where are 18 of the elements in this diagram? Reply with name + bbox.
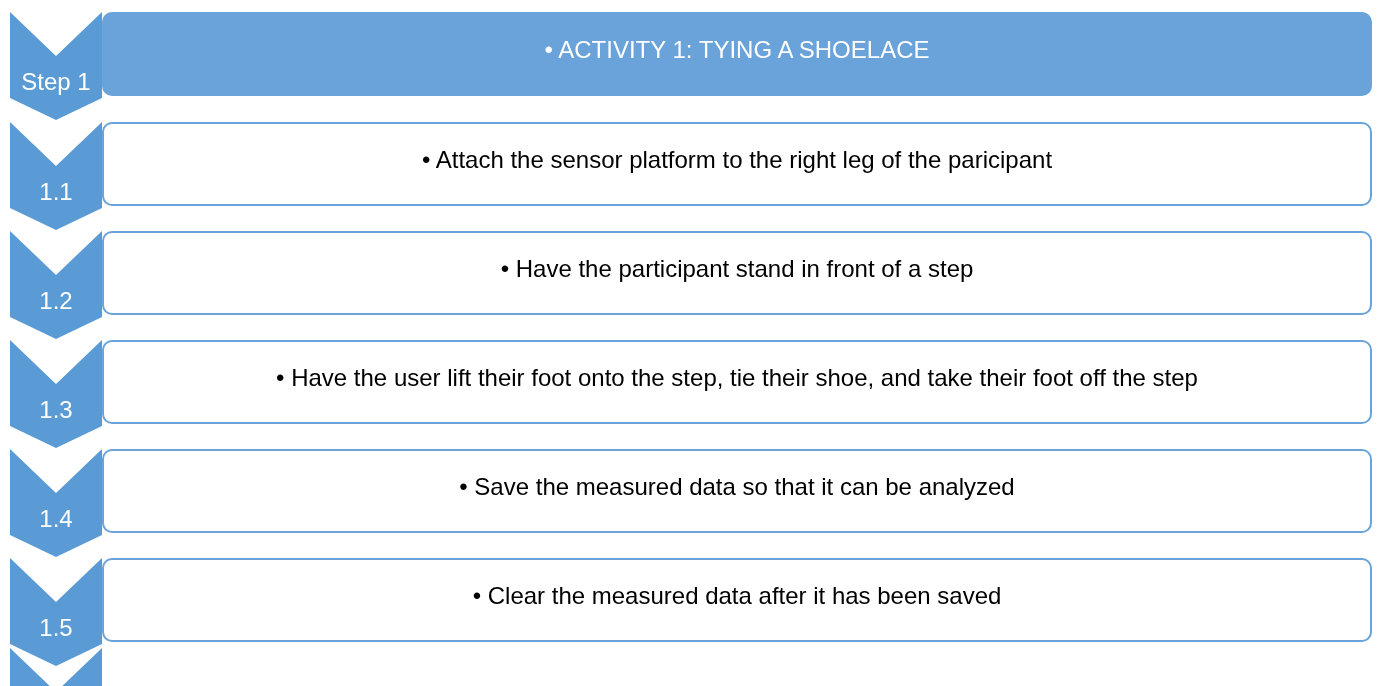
step-number: 1.1 [38, 178, 74, 206]
step-text: • Clear the measured data after it has been saved [472, 582, 1002, 610]
step-box [102, 340, 1372, 424]
step-box [102, 449, 1372, 533]
step-number: Step 1 [20, 68, 92, 96]
step-box [102, 122, 1372, 206]
step-text: • Save the measured data so that it can be analyzed [459, 473, 1015, 501]
activity-heading: • ACTIVITY 1: TYING A SHOELACE [544, 36, 930, 64]
step-text: • Have the participant stand in front of a step [500, 255, 974, 283]
step-number: 1.5 [38, 614, 74, 642]
step-box [102, 558, 1372, 642]
step-text: • Attach the sensor platform to the right leg of the paricipant [421, 146, 1053, 174]
step-box [102, 231, 1372, 315]
step-number: 1.3 [38, 396, 74, 424]
step-number: 1.2 [38, 287, 74, 315]
title-bar [102, 12, 1372, 96]
step-text: • Have the user lift their foot onto the step, tie their shoe, and take their foot off the step [276, 364, 1198, 392]
step-number: 1.4 [38, 505, 74, 533]
